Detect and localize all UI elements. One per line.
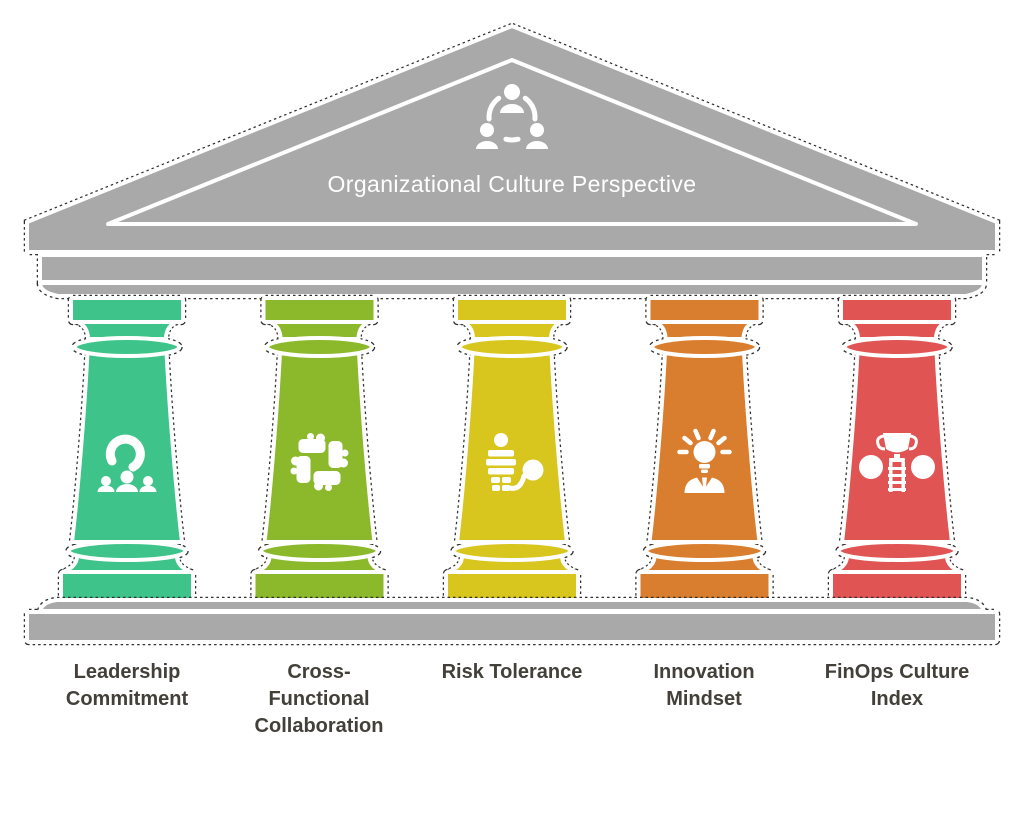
base-platform	[23, 596, 1001, 646]
pillar-cross-functional-collaboration	[254, 298, 386, 600]
pillar-label-innovation-mindset: Innovation Mindset	[653, 661, 755, 710]
risk-ball-chain-icon	[486, 433, 544, 491]
pillar-3-body	[446, 298, 578, 600]
pillar-label-cross-functional-collaboration: Cross- Functional Collaboration	[254, 661, 384, 737]
pillar-innovation-mindset	[639, 298, 771, 600]
entablature-molding	[37, 281, 987, 298]
stylobate-molding	[37, 598, 987, 613]
innovation-bulb-icon	[677, 428, 732, 493]
pillar-risk-tolerance	[446, 298, 578, 600]
pillar-label-risk-tolerance: Risk Tolerance	[441, 661, 583, 683]
pediment-inner-border	[106, 58, 918, 226]
entablature-band	[38, 253, 986, 284]
pediment	[23, 22, 1001, 300]
stylobate-base	[25, 610, 999, 644]
trophy-ladder-icon	[859, 433, 935, 492]
pillar-label-leadership-commitment: Leadership Commitment	[65, 661, 189, 710]
leadership-question-icon	[97, 434, 157, 492]
pillar-1-body	[61, 298, 193, 600]
team-network-icon	[476, 84, 548, 149]
pillar-leadership-commitment	[61, 298, 193, 600]
pillar-label-finops-culture-index: FinOps Culture Index	[824, 661, 970, 710]
pillar-finops-culture-index	[831, 298, 963, 600]
